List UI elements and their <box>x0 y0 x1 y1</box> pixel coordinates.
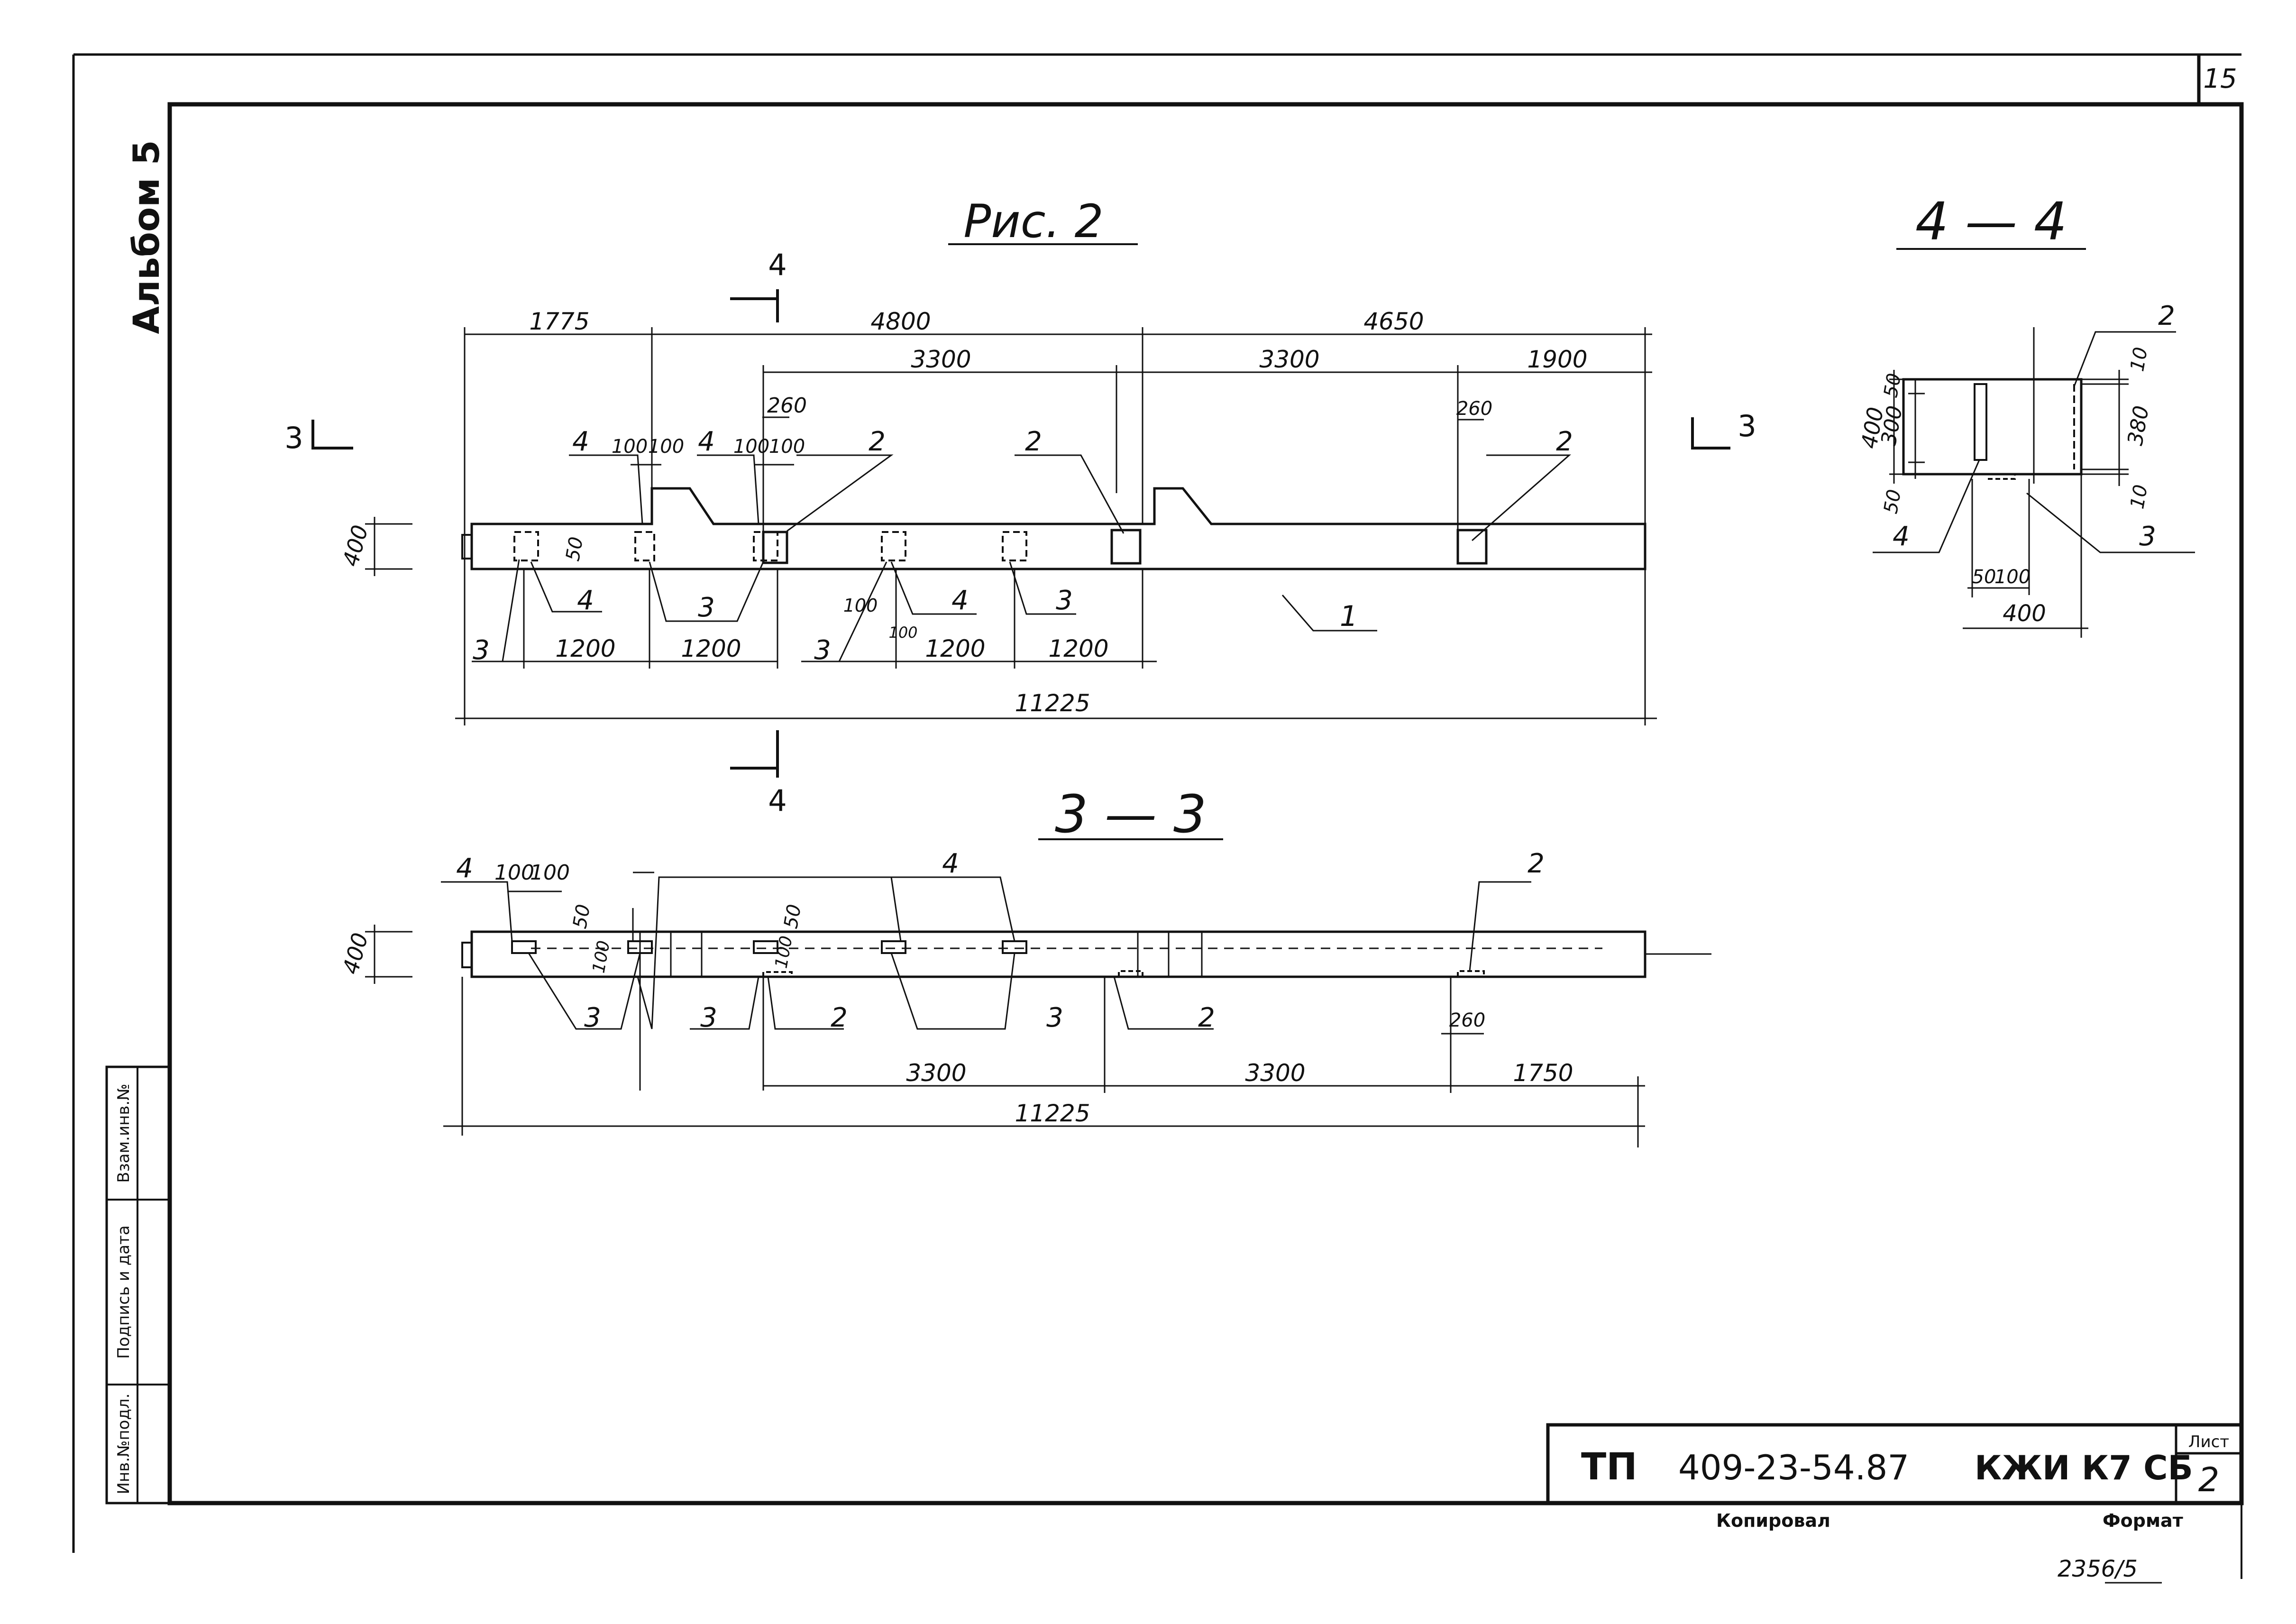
s33-label-4-b: 4 <box>942 848 959 879</box>
s44-dim-50-bot: 50 <box>1880 488 1905 515</box>
s44-dim-50-top: 50 <box>1880 372 1905 399</box>
s44-dim-100: 100 <box>1994 566 2031 588</box>
label-3-b: 3 <box>1056 585 1073 616</box>
label-1: 1 <box>1340 600 1358 633</box>
dim-1200-c: 1200 <box>925 635 985 662</box>
page-number: 15 <box>2203 64 2237 94</box>
cut-mark-bottom: 4 <box>768 783 787 818</box>
dim-height-400: 400 <box>338 522 373 569</box>
cut-mark-top: 4 <box>768 248 787 282</box>
title-list-number: 2 <box>2198 1460 2220 1499</box>
label-2-b: 2 <box>1025 426 1042 457</box>
section-44 <box>1873 248 2195 638</box>
label-4-d: 4 <box>951 585 969 616</box>
dim-4650: 4650 <box>1363 308 1424 335</box>
s33-dim-100-c: 100 <box>589 939 614 975</box>
s44-label-2: 2 <box>2158 301 2175 331</box>
stamp-podpis: Подпись и дата <box>114 1225 133 1359</box>
dim-260-a: 260 <box>767 394 807 418</box>
s44-label-4: 4 <box>1893 521 1910 552</box>
figure-plan <box>311 243 1730 778</box>
title-tp: ТП <box>1581 1446 1637 1488</box>
dim-100-d: 100 <box>769 436 805 458</box>
s33-dim-3300-b: 3300 <box>1245 1059 1305 1087</box>
figure-title: Рис. 2 <box>963 195 1103 248</box>
album-label: Альбом 5 <box>125 140 167 334</box>
s44-dim-400-w: 400 <box>2003 600 2046 627</box>
label-3-a: 3 <box>698 592 715 623</box>
dim-4800: 4800 <box>870 308 931 335</box>
dim-3300-a: 3300 <box>911 346 971 373</box>
cut-mark-left: 3 <box>284 421 303 455</box>
section-44-title: 4 — 4 <box>1915 191 2067 252</box>
cut-mark-right: 3 <box>1738 409 1756 443</box>
title-copied: Копировал <box>1716 1510 1830 1531</box>
s33-dim-260: 260 <box>1449 1009 1485 1031</box>
s33-label-3-a: 3 <box>584 1002 601 1033</box>
s44-dim-10-bot: 10 <box>2126 483 2152 511</box>
s33-dim-3300-a: 3300 <box>906 1059 966 1087</box>
side-stamp <box>105 1065 171 1505</box>
dim-100-b: 100 <box>648 436 684 458</box>
s33-dim-100-a: 100 <box>494 861 534 885</box>
dim-11225: 11225 <box>1015 689 1090 717</box>
dim-260-b: 260 <box>1456 398 1492 420</box>
s33-label-3-b: 3 <box>700 1002 717 1033</box>
sheet-frame <box>72 53 2244 1579</box>
title-sheet-code: 2356/5 <box>2058 1556 2138 1582</box>
title-list-label: Лист <box>2188 1432 2229 1451</box>
stamp-inv-podl: Инв.№подл. <box>114 1394 133 1495</box>
s44-label-3: 3 <box>2139 521 2156 552</box>
s33-dim-100-b: 100 <box>530 861 570 885</box>
label-2-a: 2 <box>869 426 886 457</box>
title-format: Формат <box>2103 1510 2183 1531</box>
s33-dim-1750: 1750 <box>1513 1059 1573 1087</box>
dim-1200-d: 1200 <box>1048 635 1108 662</box>
dim-1200-a: 1200 <box>555 635 615 662</box>
stamp-vzam: Взам.инв.№ <box>114 1083 133 1183</box>
dim-1900: 1900 <box>1527 346 1587 373</box>
s44-dim-380: 380 <box>2123 404 2154 448</box>
title-block <box>1546 1423 2243 1505</box>
s33-label-3-c: 3 <box>1046 1002 1063 1033</box>
s33-label-2-a: 2 <box>1528 848 1545 879</box>
section-33 <box>365 838 1711 1147</box>
dim-50: 50 <box>562 535 587 563</box>
dim-1200-b: 1200 <box>681 635 741 662</box>
label-3-d: 3 <box>814 635 831 666</box>
s33-dim-11225: 11225 <box>1015 1100 1090 1127</box>
section-33-title: 3 — 3 <box>1055 784 1207 844</box>
s33-label-4-a: 4 <box>456 853 473 884</box>
dim-100-low-a: 100 <box>843 595 878 616</box>
s33-dim-50-b: 50 <box>780 903 805 930</box>
s44-dim-50: 50 <box>1972 566 1996 588</box>
title-code: 409-23-54.87 <box>1678 1448 1909 1487</box>
label-3-c: 3 <box>473 635 490 666</box>
label-4-c: 4 <box>577 585 594 616</box>
label-4-a: 4 <box>572 426 589 457</box>
s33-dim-height-400: 400 <box>338 930 373 977</box>
dim-100-low-b: 100 <box>888 624 917 642</box>
dim-100-c: 100 <box>733 436 769 458</box>
s44-dim-10-top: 10 <box>2126 346 2152 373</box>
label-4-b: 4 <box>698 426 715 457</box>
title-mark: КЖИ К7 СБ <box>1975 1449 2193 1487</box>
s33-dim-50-a: 50 <box>569 903 595 930</box>
s33-label-2-b: 2 <box>831 1002 848 1033</box>
dim-1775: 1775 <box>529 308 589 335</box>
dim-100-a: 100 <box>612 436 648 458</box>
dim-3300-b: 3300 <box>1259 346 1319 373</box>
label-2-c: 2 <box>1556 426 1573 457</box>
s33-dim-100-d: 100 <box>772 935 796 970</box>
s33-label-2-c: 2 <box>1198 1002 1215 1033</box>
